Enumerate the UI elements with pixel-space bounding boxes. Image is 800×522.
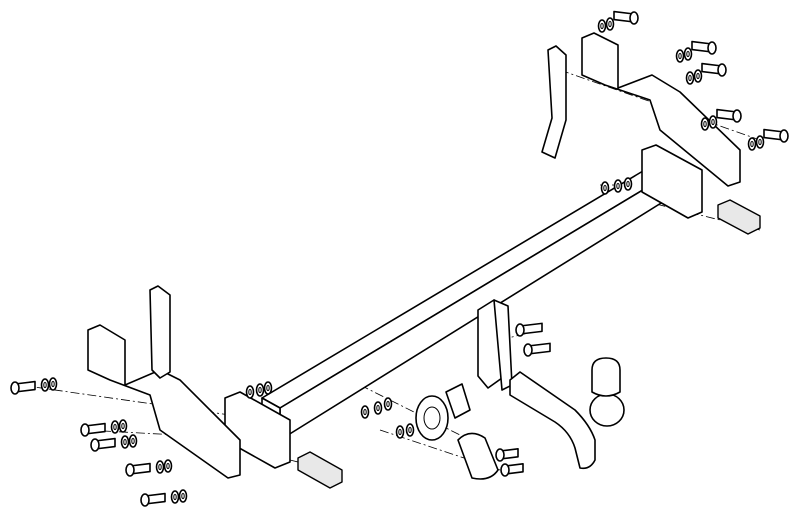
washer-hole	[688, 75, 692, 81]
bolt-head	[717, 63, 727, 77]
washer-hole	[266, 385, 270, 391]
washer-hole	[123, 439, 127, 445]
bolt-head	[140, 493, 150, 507]
washer-hole	[603, 185, 607, 191]
bolt-head	[629, 11, 639, 25]
bolt-head	[707, 41, 717, 55]
washer-hole	[696, 73, 700, 79]
washer-hole	[750, 141, 754, 147]
tow-ball-cap	[591, 357, 621, 397]
washer-hole	[43, 382, 47, 388]
washer-hole	[608, 21, 612, 27]
washer-hole	[248, 389, 252, 395]
right-spacer-plate	[717, 199, 761, 235]
washer-hole	[686, 51, 690, 57]
washer-hole	[386, 401, 390, 407]
washer-hole	[758, 139, 762, 145]
washer-hole	[173, 494, 177, 500]
washer-hole	[166, 463, 170, 469]
bolt-head	[495, 448, 505, 462]
bolt-head	[10, 381, 20, 395]
left-spacer-plate	[297, 451, 343, 489]
right-side-bracket	[541, 32, 741, 187]
tow-ball-neck	[509, 371, 625, 470]
washer-hole	[113, 424, 117, 430]
tow-ball	[589, 393, 625, 427]
washer-hole	[600, 23, 604, 29]
washer-hole	[121, 423, 125, 429]
washer-hole	[616, 183, 620, 189]
bolt-head	[523, 343, 533, 357]
washer-hole	[158, 464, 162, 470]
washer-hole	[376, 405, 380, 411]
ball-mount-bracket	[477, 299, 513, 391]
bolt-head	[500, 463, 510, 477]
left-side-bracket	[87, 285, 241, 479]
right-end-plate	[641, 144, 703, 219]
bolt-head	[515, 323, 525, 337]
bolt-head	[779, 129, 789, 143]
washer-hole	[51, 381, 55, 387]
washer-hole	[408, 427, 412, 433]
washer-hole	[131, 438, 135, 444]
bolt-head	[90, 438, 100, 452]
washer-hole	[258, 387, 262, 393]
washer-hole	[711, 119, 715, 125]
washer-hole	[181, 493, 185, 499]
washer-hole	[626, 181, 630, 187]
electric-socket	[415, 383, 499, 480]
bolt-head	[125, 463, 135, 477]
bolt-head	[80, 423, 90, 437]
washer-hole	[398, 429, 402, 435]
bolt-head	[732, 109, 742, 123]
washer-hole	[703, 121, 707, 127]
fasteners	[10, 10, 789, 507]
washer-hole	[363, 409, 367, 415]
washer-hole	[678, 53, 682, 59]
